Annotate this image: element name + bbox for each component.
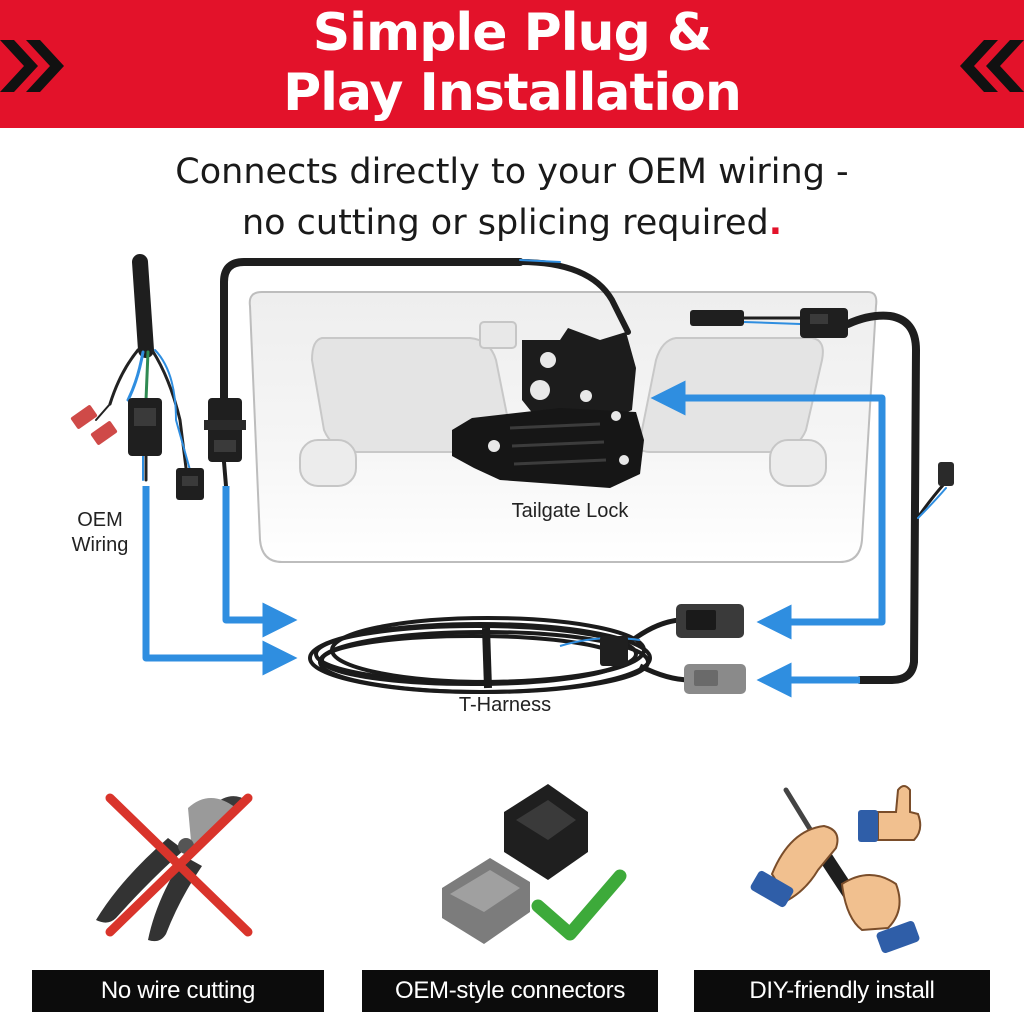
right-connector-icon bbox=[690, 308, 954, 486]
flow-arrows bbox=[142, 380, 886, 698]
header-banner bbox=[0, 0, 1024, 128]
oem-connector-icon bbox=[128, 398, 204, 500]
page-title-line-2: Play Installation bbox=[283, 63, 742, 123]
oem-wiring-bundle bbox=[95, 254, 191, 482]
arrow-right-to-upper-connector bbox=[756, 604, 886, 640]
subtitle-line-2-text: no cutting or splicing required bbox=[241, 203, 769, 243]
feature-oem-style-connectors: OEM-style connectors bbox=[362, 970, 658, 1012]
feature-diy-friendly-install: DIY-friendly install bbox=[694, 970, 990, 1012]
oem-wiring-label: OEM Wiring bbox=[71, 509, 129, 556]
t-harness-coil bbox=[308, 616, 691, 694]
subtitle-line-2: no cutting or splicing required. bbox=[0, 198, 1024, 248]
feature-no-wire-cutting: No wire cutting bbox=[32, 970, 324, 1012]
subtitle-line-1: Connects directly to your OEM wiring - bbox=[175, 152, 849, 192]
hands-screwdriver-thumbs-up-icon bbox=[750, 785, 922, 954]
arrow-lock-wire-to-harness bbox=[222, 486, 298, 638]
lock-harness-wire bbox=[220, 258, 631, 488]
spade-terminal-icon bbox=[70, 405, 118, 445]
crossed-out-wire-cutters-icon bbox=[96, 793, 253, 942]
arrow-oem-to-harness bbox=[142, 486, 298, 676]
inline-connector-icon bbox=[204, 398, 246, 462]
chevron-left-icon bbox=[960, 40, 1024, 92]
arrow-right-to-lock bbox=[650, 380, 886, 604]
subtitle-period: . bbox=[768, 203, 783, 243]
harness-connector-icon bbox=[600, 604, 746, 694]
tailgate-lock-label: Tailgate Lock bbox=[511, 500, 629, 522]
connector-checkmark-icon bbox=[442, 784, 627, 944]
tailgate-lock-icon bbox=[452, 328, 644, 488]
page-title-line-1: Simple Plug & bbox=[312, 3, 713, 63]
chevron-right-icon bbox=[0, 40, 64, 92]
right-harness-wire bbox=[742, 311, 947, 684]
t-harness-label: T-Harness bbox=[458, 694, 552, 716]
